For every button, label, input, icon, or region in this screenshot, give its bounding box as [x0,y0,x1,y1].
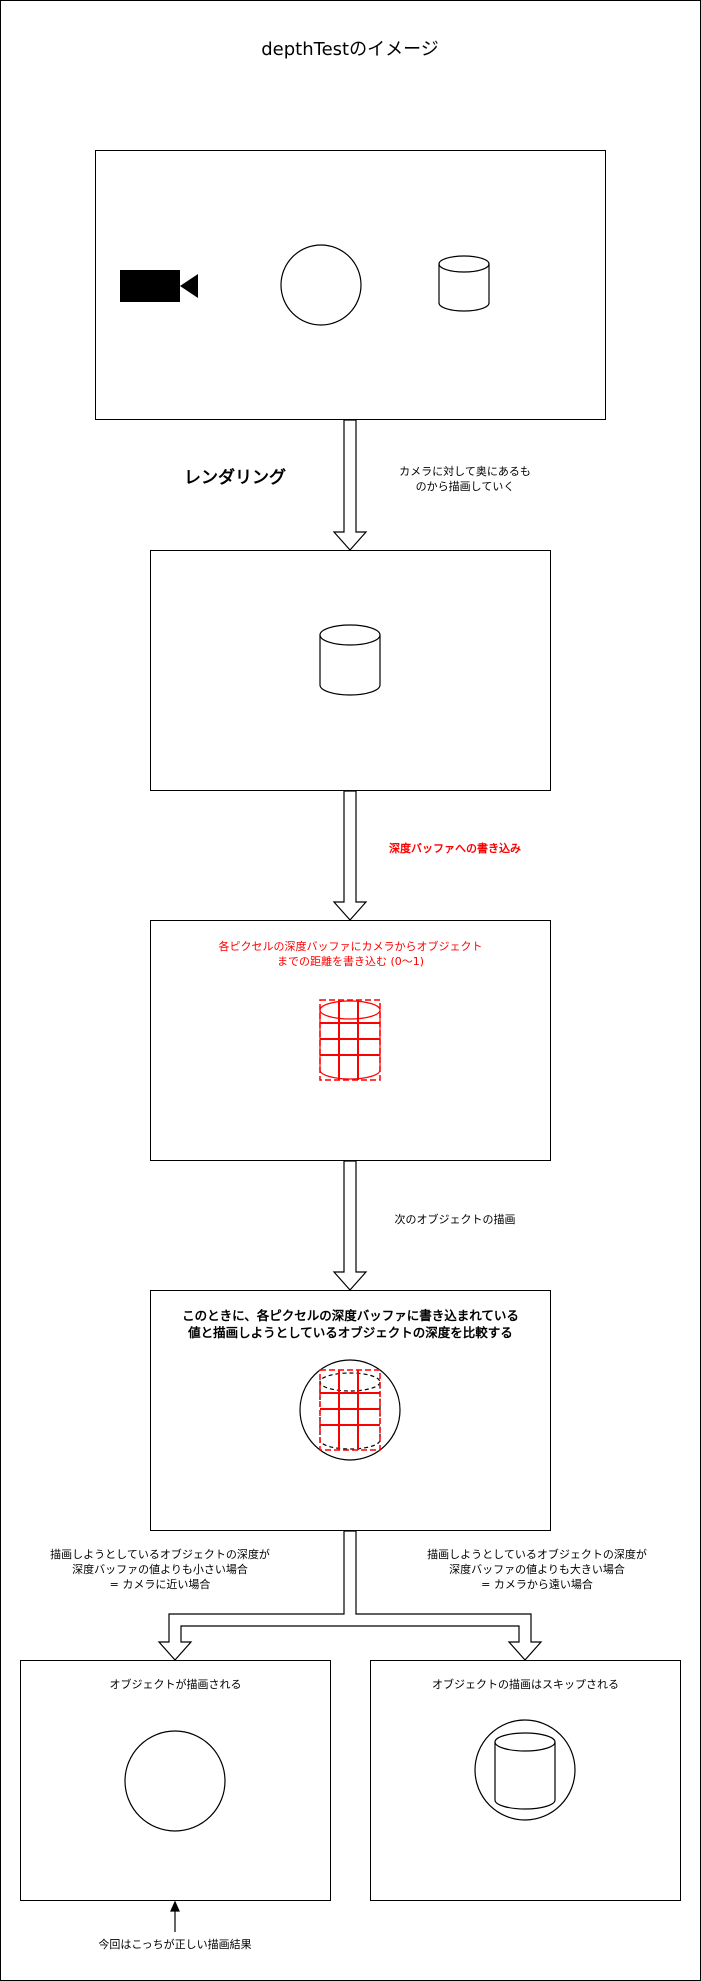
correct-pointer-arrow [170,1900,180,1932]
next-object-label: 次のオブジェクトの描画 [394,1213,516,1226]
arrow-scene-to-render [332,419,368,551]
sphere-shape [280,244,362,326]
cylinder-shape [438,255,490,312]
skipped-label: オブジェクトの描画はスキップされる [432,1678,619,1691]
camera-icon [120,270,198,302]
scene-box [95,150,606,420]
split-arrows [157,1530,543,1661]
arrow-depth-to-compare [332,1160,368,1291]
skipped-result-box [370,1660,681,1901]
correct-result-note: 今回はこっちが正しい描画結果 [98,1938,252,1951]
skipped-sphere-shape [474,1719,576,1821]
compare-description: このときに、各ピクセルの深度バッファに書き込まれている 値と描画しようとしている… [182,1308,519,1340]
case-far-label: 描画しようとしているオブジェクトの深度が 深度バッファの値よりも大きい場合 = … [427,1548,647,1591]
depth-buffer-grid [319,999,381,1081]
case-near-label: 描画しようとしているオブジェクトの深度が 深度バッファの値よりも小さい場合 = … [50,1548,270,1591]
drawn-result-box [20,1660,331,1901]
far-to-near-note: カメラに対して奥にあるも のから描画していく [399,465,531,493]
compare-box [150,1290,551,1531]
skipped-cylinder-shape [494,1732,556,1810]
depth-write-label: 深度バッファへの書き込み [389,842,521,855]
arrow-render-to-depth [332,790,368,921]
compare-sphere-shape [299,1359,401,1461]
drawn-sphere-shape [124,1730,226,1832]
drawn-label: オブジェクトが描画される [109,1678,242,1691]
depth-buffer-box [150,920,551,1161]
diagram-title: depthTestのイメージ [261,39,439,60]
rendering-label: レンダリング [184,468,286,488]
cylinder-shape-rendered [319,624,381,696]
depth-write-description: 各ピクセルの深度バッファにカメラからオブジェクト までの距離を書き込む (0～1… [218,940,483,968]
compare-depth-grid [319,1369,381,1451]
compare-cylinder-shape [319,1372,381,1450]
